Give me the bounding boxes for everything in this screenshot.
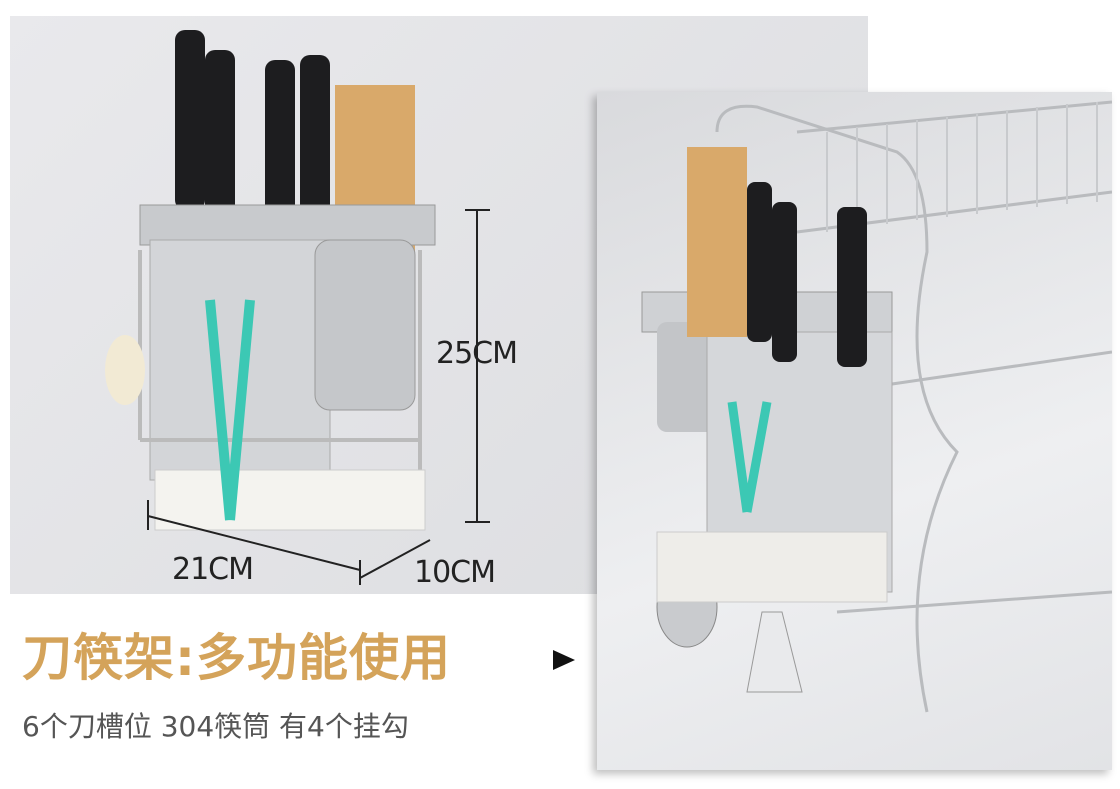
height-dimension: 25CM (436, 336, 518, 371)
width-dimension: 21CM (172, 552, 254, 587)
headline: 刀筷架:多功能使用 (22, 629, 451, 687)
feature-subline: 6个刀槽位 304筷筒 有4个挂勾 (22, 710, 409, 743)
depth-dimension: 10CM (414, 555, 496, 590)
arrow-right-icon (553, 650, 575, 670)
knife-rack-illustration (105, 30, 436, 531)
dimension-lines (147, 209, 490, 585)
dish-rack-illustration (641, 100, 1112, 713)
